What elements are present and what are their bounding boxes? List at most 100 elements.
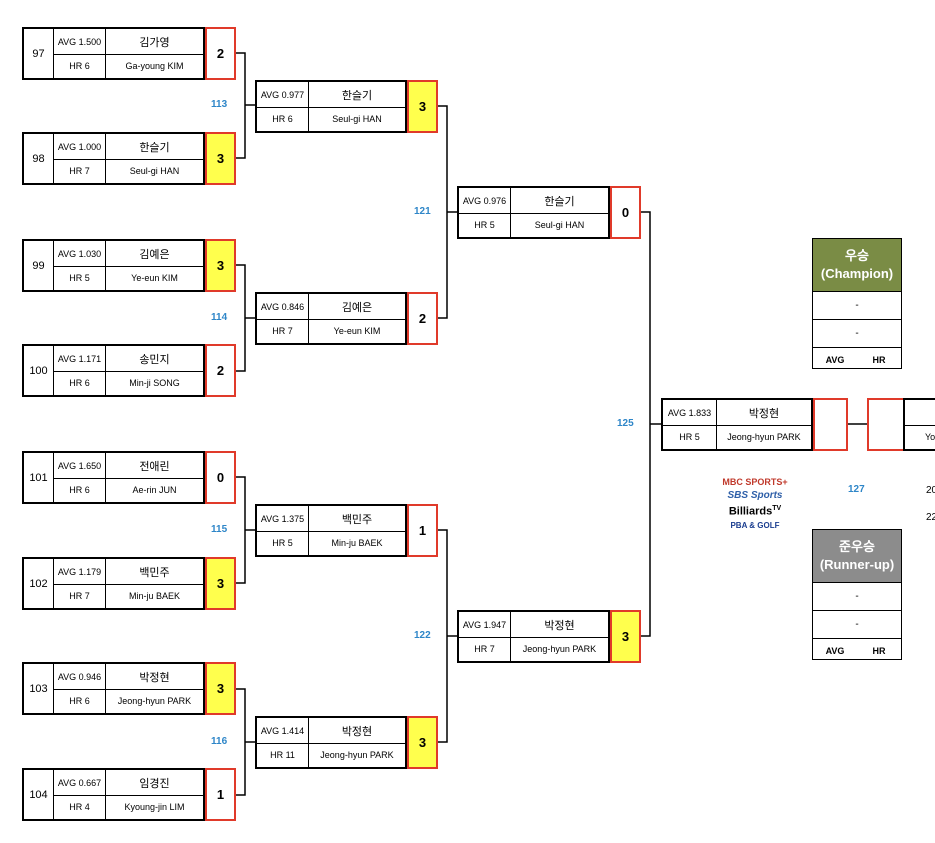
player-avg: AVG 1.947 <box>459 612 511 637</box>
player-name-kr: 박정현 <box>139 671 170 684</box>
player-name-kr: 한슬기 <box>544 195 575 208</box>
player-name-kr: 임경진 <box>139 777 170 790</box>
player-hr: HR 5 <box>459 213 511 237</box>
match-number-121: 121 <box>414 206 431 217</box>
match-score: 3 <box>407 80 438 133</box>
opponent-name-en: Yo <box>925 432 935 442</box>
player-name-en: Jeong-hyun PARK <box>727 432 801 442</box>
player-avg: AVG 1.500 <box>54 29 106 54</box>
player-name-kr: 백민주 <box>139 566 170 579</box>
pba-golf-logo: PBA & GOLF <box>730 520 780 530</box>
seed-number: 98 <box>24 134 54 183</box>
final-player-box: AVG 1.833 박정현 HR 5 Jeong-hyun PARK <box>661 398 813 451</box>
player-name-en: Min-ju BAEK <box>331 538 383 548</box>
player-avg: AVG 1.650 <box>54 453 106 478</box>
player-name-kr: 김가영 <box>139 36 170 49</box>
match-score: 3 <box>205 239 236 292</box>
match-score: 0 <box>205 451 236 504</box>
match-number-127: 127 <box>848 484 865 495</box>
player-box: AVG 0.976 한슬기 HR 5 Seul-gi HAN <box>457 186 610 239</box>
match-score: 1 <box>205 768 236 821</box>
player-hr: HR 7 <box>257 319 309 343</box>
player-avg: AVG 1.179 <box>54 559 106 584</box>
match-score: 2 <box>407 292 438 345</box>
champion-row-1: - <box>813 292 901 320</box>
player-name-en: Kyoung-jin LIM <box>124 802 185 812</box>
match-score: 2 <box>205 27 236 80</box>
player-avg: AVG 0.977 <box>257 82 309 107</box>
player-avg: AVG 1.030 <box>54 241 106 266</box>
player-name-kr: 백민주 <box>341 513 373 526</box>
sbs-sports-logo: SBS Sports <box>727 490 783 501</box>
player-hr: HR 6 <box>54 371 106 395</box>
player-box: AVG 0.846 김예은 HR 7 Ye-eun KIM <box>255 292 407 345</box>
player-name-kr: 박정현 <box>748 407 780 420</box>
match-number-122: 122 <box>414 630 431 641</box>
player-name-kr: 한슬기 <box>341 89 373 102</box>
player-name-kr: 김예은 <box>139 248 170 261</box>
player-avg: AVG 1.414 <box>257 718 309 743</box>
champion-row-2: - <box>813 320 901 348</box>
runnerup-box: 준우승 (Runner-up) - - AVG HR <box>812 529 902 660</box>
seed-number: 102 <box>24 559 54 608</box>
match-score: 2 <box>205 344 236 397</box>
player-avg: AVG 1.000 <box>54 134 106 159</box>
match-score: 0 <box>610 186 641 239</box>
side-text-2: 22 <box>926 512 935 523</box>
champion-box: 우승 (Champion) - - AVG HR <box>812 238 902 369</box>
seed-number: 103 <box>24 664 54 713</box>
player-name-en: Jeong-hyun PARK <box>117 696 192 706</box>
player-name-en: Ga-young KIM <box>125 61 184 71</box>
seed-number: 101 <box>24 453 54 502</box>
seed-number: 100 <box>24 346 54 395</box>
runnerup-footer: AVG HR <box>813 639 901 663</box>
player-name-en: Ye-eun KIM <box>333 326 381 336</box>
runnerup-hr-label: HR <box>872 646 886 656</box>
champion-header: 우승 (Champion) <box>813 239 901 292</box>
seed-number: 104 <box>24 770 54 819</box>
tv-text: TV <box>772 505 782 512</box>
player-hr: HR 6 <box>54 54 106 78</box>
match-score: 1 <box>407 504 438 557</box>
billiards-tv-logo: BilliardsTV <box>715 502 795 519</box>
match-score: 3 <box>407 716 438 769</box>
player-name-kr: 전애린 <box>139 460 170 473</box>
match-number-116: 116 <box>211 736 228 747</box>
mbc-sports-logo: MBC SPORTS+ <box>722 477 788 487</box>
player-hr: HR 5 <box>257 531 309 555</box>
player-avg: AVG 1.375 <box>257 506 309 531</box>
player-name-kr: 김예은 <box>341 301 373 314</box>
player-hr: HR 5 <box>54 266 106 290</box>
player-hr: HR 5 <box>663 425 717 449</box>
player-avg: AVG 0.946 <box>54 664 106 689</box>
champion-hr-label: HR <box>872 355 886 365</box>
player-name-en: Ae-rin JUN <box>132 485 177 495</box>
seed-number: 99 <box>24 241 54 290</box>
player-name-en: Jeong-hyun PARK <box>522 644 597 654</box>
match-score: 3 <box>205 132 236 185</box>
runnerup-subtitle: (Runner-up) <box>819 557 895 572</box>
match-score: 3 <box>205 662 236 715</box>
champion-footer: AVG HR <box>813 348 901 372</box>
player-hr: HR 4 <box>54 795 106 819</box>
match-number-115: 115 <box>211 524 228 535</box>
player-box: AVG 1.375 백민주 HR 5 Min-ju BAEK <box>255 504 407 557</box>
player-name-kr: 박정현 <box>544 619 575 632</box>
match-number-113: 113 <box>211 99 228 110</box>
player-name-en: Seul-gi HAN <box>534 220 585 230</box>
champion-title: 우승 <box>845 248 869 263</box>
player-avg: AVG 0.976 <box>459 188 511 213</box>
match-number-114: 114 <box>211 312 228 323</box>
player-avg: AVG 0.846 <box>257 294 309 319</box>
